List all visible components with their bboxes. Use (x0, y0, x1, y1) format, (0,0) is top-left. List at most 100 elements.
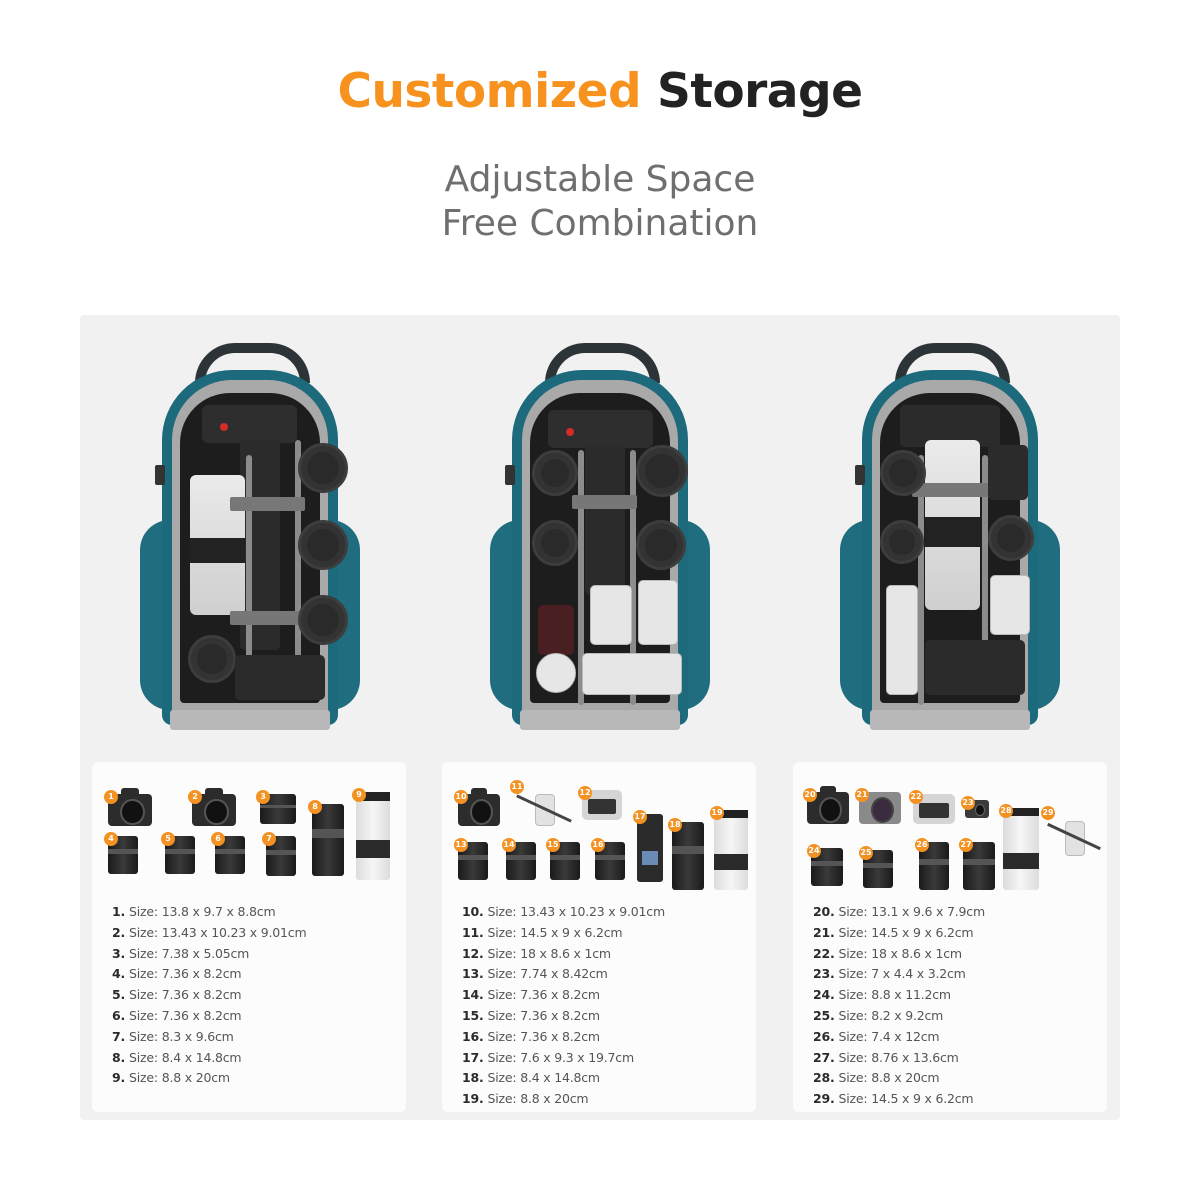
lens-thumbnail: 6 (211, 832, 245, 874)
number-badge: 13 (454, 838, 468, 852)
number-badge: 12 (578, 786, 592, 800)
number-badge: 29 (1041, 806, 1055, 820)
size-item: 9.Size: 8.8 x 20cm (112, 1070, 230, 1086)
size-item: 5.Size: 7.36 x 8.2cm (112, 987, 242, 1003)
size-list: 10.Size: 13.43 x 10.23 x 9.01cm 11.Size:… (462, 902, 665, 1110)
camera-icon (548, 410, 653, 448)
camera-icon (202, 405, 297, 443)
number-badge: 17 (633, 810, 647, 824)
backpack-image-1 (100, 335, 400, 730)
handle-icon (195, 343, 310, 383)
size-item: 29.Size: 14.5 x 9 x 6.2cm (813, 1091, 974, 1107)
lens-thumbnail: 5 (161, 832, 195, 874)
backpack-image-2 (450, 335, 750, 730)
camera-thumbnail: 21 (855, 788, 901, 824)
size-item: 20.Size: 13.1 x 9.6 x 7.9cm (813, 904, 985, 919)
camera-thumbnail: 1 (104, 788, 152, 826)
white-lens-thumbnail: 9 (352, 788, 390, 880)
white-lens-icon (925, 440, 980, 610)
size-item: 21.Size: 14.5 x 9 x 6.2cm (813, 924, 974, 940)
number-badge: 3 (256, 790, 270, 804)
size-item: 14.Size: 7.36 x 8.2cm (462, 987, 600, 1003)
flash-icon (538, 605, 574, 655)
number-badge: 15 (546, 838, 560, 852)
remote-controller-thumbnail: 22 (909, 790, 955, 824)
handle-icon (895, 343, 1010, 383)
handle-icon (545, 343, 660, 383)
product-thumbnails: 1 2 3 8 9 4 5 6 7 (92, 780, 406, 890)
size-item: 3.Size: 7.38 x 5.05cm (112, 945, 250, 961)
subtitle-line-1: Adjustable Space (444, 159, 756, 200)
number-badge: 9 (352, 788, 366, 802)
lens-cap-icon (298, 595, 348, 645)
lens-thumbnail: 8 (308, 800, 344, 876)
lens-thumbnail: 4 (104, 832, 138, 874)
product-thumbnails: 10 11 12 17 18 19 13 14 15 16 (442, 780, 756, 890)
drone-thumbnail: 11 (510, 780, 574, 834)
flash-head-icon (536, 653, 576, 693)
size-item: 8.Size: 8.4 x 14.8cm (112, 1049, 242, 1065)
size-item: 10.Size: 13.43 x 10.23 x 9.01cm (462, 904, 665, 919)
number-badge: 22 (909, 790, 923, 804)
number-badge: 27 (959, 838, 973, 852)
lens-icon (585, 445, 625, 595)
number-badge: 28 (999, 804, 1013, 818)
size-list: 20.Size: 13.1 x 9.6 x 7.9cm 21.Size: 14.… (813, 902, 985, 1110)
subtitle: Adjustable Space Free Combination (0, 158, 1200, 246)
number-badge: 2 (188, 790, 202, 804)
camera-icon (925, 640, 1025, 695)
lens-thumbnail: 3 (256, 790, 296, 824)
camera-icon (235, 655, 325, 700)
size-item: 23.Size: 7 x 4.4 x 3.2cm (813, 966, 966, 982)
size-item: 7.Size: 8.3 x 9.6cm (112, 1028, 234, 1044)
size-item: 1.Size: 13.8 x 9.7 x 8.8cm (112, 904, 276, 919)
size-list: 1.Size: 13.8 x 9.7 x 8.8cm 2.Size: 13.43… (112, 902, 307, 1089)
size-card-3: 20 21 22 23 28 29 24 25 26 27 20.Size: 1… (793, 762, 1107, 1112)
number-badge: 18 (668, 818, 682, 832)
lens-thumbnail: 25 (859, 846, 893, 888)
lens-cap-icon (298, 520, 348, 570)
lens-thumbnail: 24 (807, 844, 843, 886)
number-badge: 20 (803, 788, 817, 802)
size-item: 19.Size: 8.8 x 20cm (462, 1091, 589, 1107)
number-badge: 6 (211, 832, 225, 846)
number-badge: 7 (262, 832, 276, 846)
number-badge: 19 (710, 806, 724, 820)
lens-thumbnail: 27 (959, 838, 995, 890)
remote-controller-icon (582, 653, 682, 695)
size-item: 25.Size: 8.2 x 9.2cm (813, 1007, 944, 1023)
number-badge: 11 (510, 780, 524, 794)
battery-icon (638, 580, 678, 645)
subtitle-line-2: Free Combination (441, 203, 759, 244)
drone-icon (990, 575, 1030, 635)
title-accent: Customized (337, 64, 642, 119)
size-card-2: 10 11 12 17 18 19 13 14 15 16 10.Size: 1… (442, 762, 756, 1112)
lens-thumbnail: 26 (915, 838, 949, 890)
lens-cap-icon (988, 515, 1034, 561)
lens-cap-icon (188, 635, 236, 683)
lens-cap-icon (880, 520, 924, 564)
lens-thumbnail: 7 (262, 832, 296, 876)
camera-thumbnail: 2 (188, 788, 236, 826)
size-item: 24.Size: 8.8 x 11.2cm (813, 987, 951, 1003)
lens-cap-icon (298, 443, 348, 493)
lens-cap-icon (532, 520, 578, 566)
lens-thumbnail: 15 (546, 838, 580, 880)
product-panel: 1 2 3 8 9 4 5 6 7 1.Size: 13.8 x 9.7 x 8… (80, 315, 1120, 1120)
number-badge: 4 (104, 832, 118, 846)
flash-thumbnail: 17 (633, 810, 663, 882)
size-item: 27.Size: 8.76 x 13.6cm (813, 1049, 959, 1065)
size-item: 28.Size: 8.8 x 20cm (813, 1070, 940, 1086)
size-item: 6.Size: 7.36 x 8.2cm (112, 1007, 242, 1023)
size-card-1: 1 2 3 8 9 4 5 6 7 1.Size: 13.8 x 9.7 x 8… (92, 762, 406, 1112)
remote-controller-thumbnail: 12 (578, 786, 622, 820)
size-item: 16.Size: 7.36 x 8.2cm (462, 1028, 600, 1044)
lens-thumbnail: 13 (454, 838, 488, 880)
page-title: Customized Storage (0, 64, 1200, 119)
lens-cap-icon (636, 445, 688, 497)
size-item: 2.Size: 13.43 x 10.23 x 9.01cm (112, 924, 307, 940)
size-item: 11.Size: 14.5 x 9 x 6.2cm (462, 924, 623, 940)
drone-thumbnail: 29 (1041, 806, 1103, 865)
lens-cap-icon (532, 450, 578, 496)
remote-controller-icon (886, 585, 918, 695)
